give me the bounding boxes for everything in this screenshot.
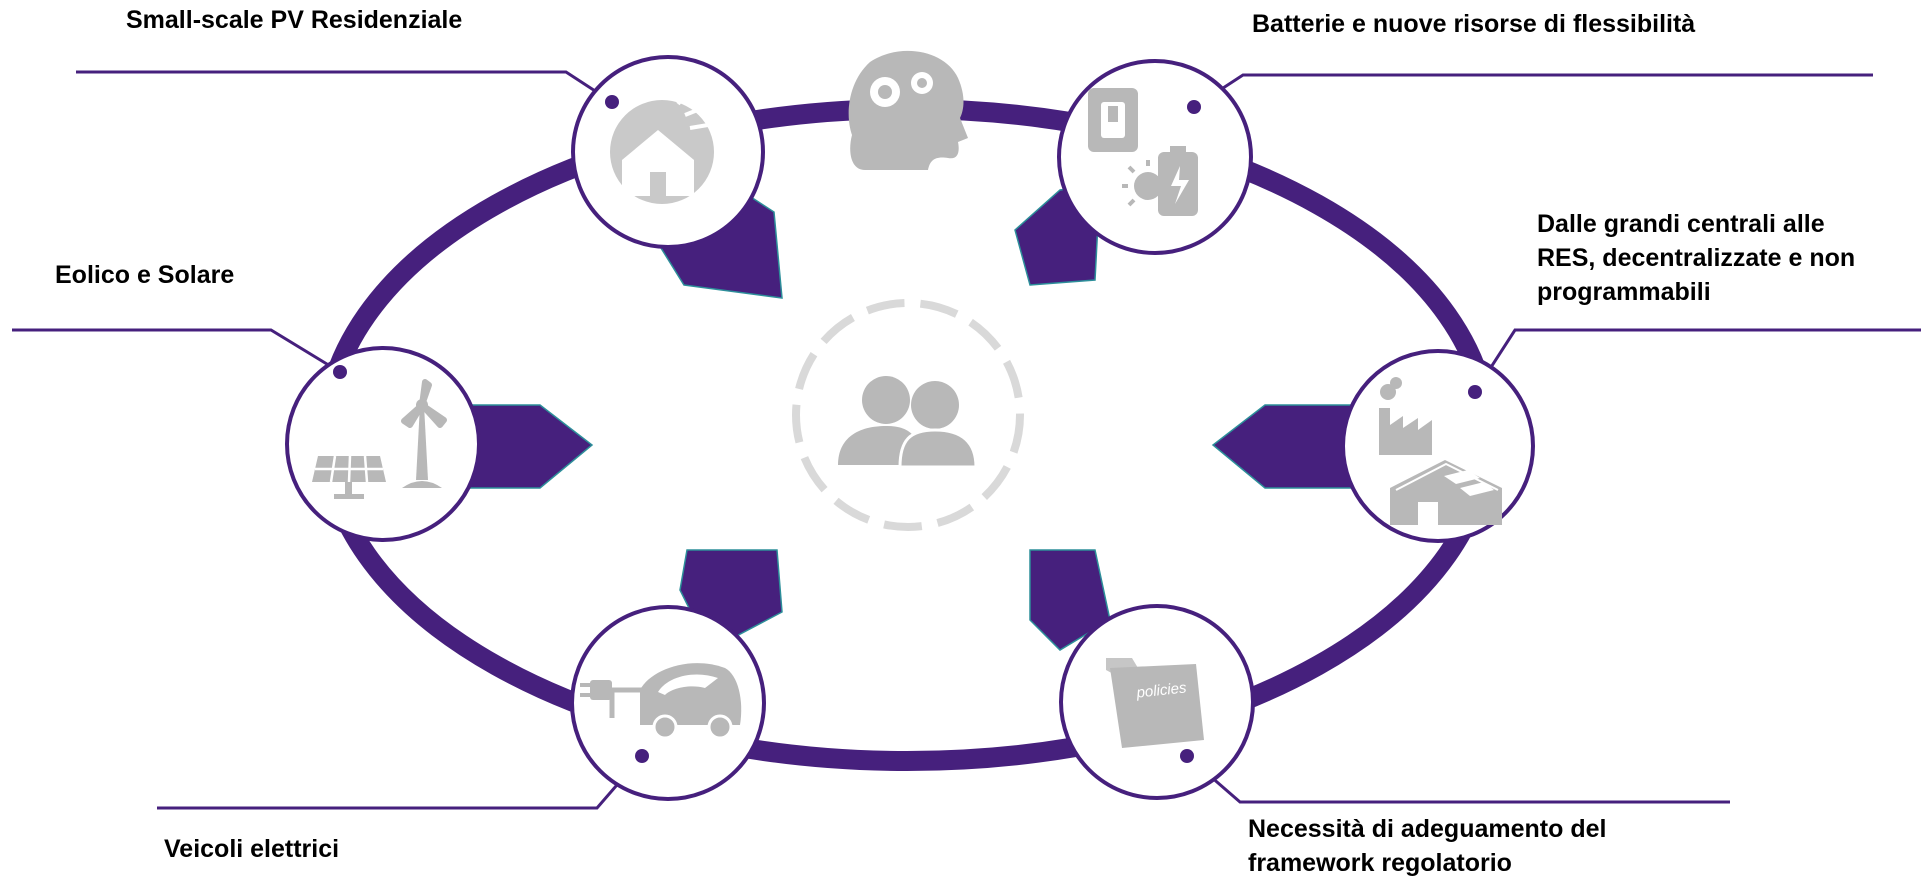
electric-car-icon (580, 663, 742, 740)
label-pv-line: Small-scale PV Residenziale (126, 6, 463, 34)
node-veicoli (570, 605, 766, 801)
policies-folder-icon: policies (1106, 658, 1204, 748)
label-framework-line-1: Necessità di adeguamento del (1248, 815, 1607, 843)
label-centrali: Dalle grandi centrali alle RES, decentra… (1537, 207, 1855, 309)
users-icon (838, 376, 978, 469)
arrow-framework (1029, 549, 1111, 651)
label-eolico-line: Eolico e Solare (55, 261, 235, 289)
node-framework: policies (1059, 604, 1255, 800)
label-framework: Necessità di adeguamento del framework r… (1248, 812, 1606, 880)
node-centrali (1341, 349, 1535, 543)
node-eolico (285, 346, 481, 542)
label-pv: Small-scale PV Residenziale (126, 3, 462, 37)
factory-icon (1379, 377, 1502, 525)
label-veicoli-line: Veicoli elettrici (164, 835, 340, 863)
arrow-centrali (1211, 404, 1356, 489)
wind-solar-icon (312, 379, 447, 499)
label-centrali-line-1: Dalle grandi centrali alle (1537, 210, 1825, 238)
label-centrali-line-2: RES, decentralizzate e non (1537, 244, 1856, 272)
label-eolico: Eolico e Solare (55, 258, 234, 292)
house-sun-icon (610, 86, 715, 204)
label-centrali-line-3: programmabili (1537, 278, 1711, 306)
node-pv (571, 55, 765, 249)
label-batterie: Batterie e nuove risorse di flessibilità (1252, 7, 1695, 41)
label-batterie-line: Batterie e nuove risorse di flessibilità (1252, 10, 1696, 38)
switch-battery-icon (1088, 88, 1198, 216)
node-batterie (1057, 59, 1253, 255)
label-veicoli: Veicoli elettrici (164, 832, 339, 866)
folder-label: policies (1135, 679, 1188, 701)
center-dashed-ring (792, 299, 1024, 531)
brain-gears-icon (848, 50, 968, 171)
label-framework-line-2: framework regolatorio (1248, 849, 1512, 877)
